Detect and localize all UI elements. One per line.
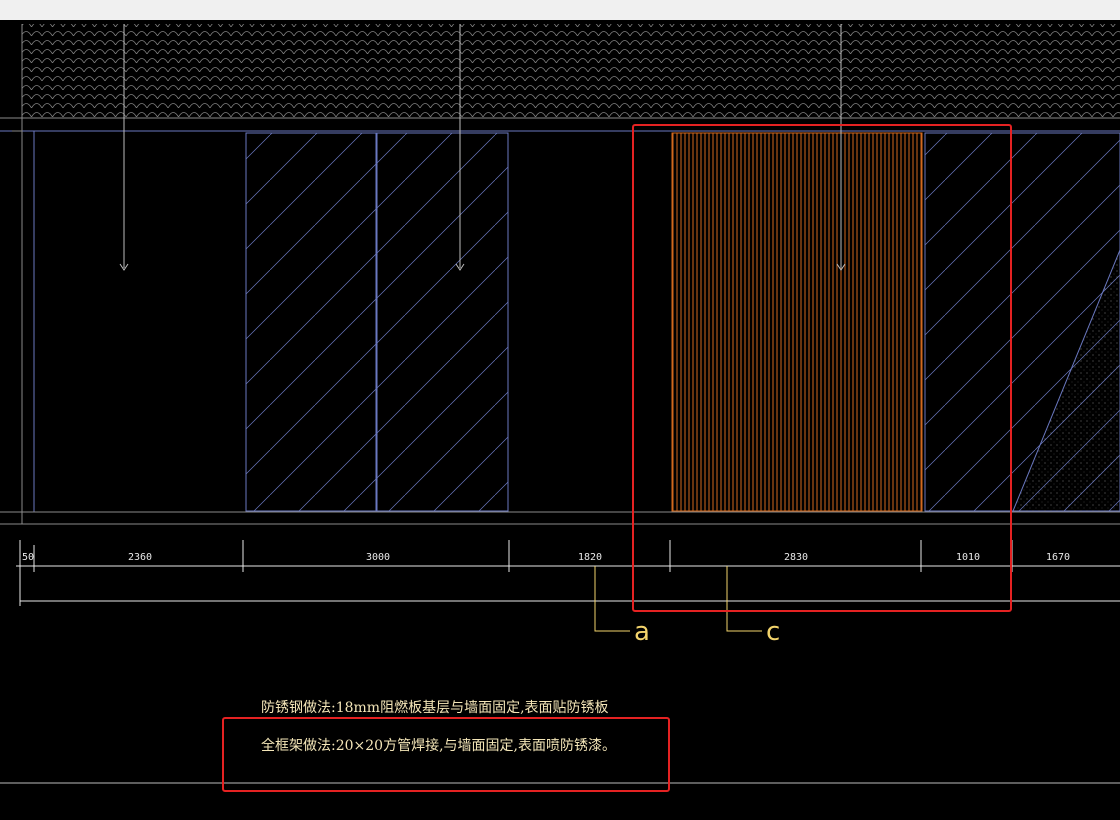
glass-panel-left bbox=[245, 132, 377, 512]
top-toolbar bbox=[0, 0, 1120, 20]
dimension-label-1820: 1820 bbox=[578, 552, 602, 563]
dimension-label-2360: 2360 bbox=[128, 552, 152, 563]
glass-panel-middle bbox=[376, 132, 509, 512]
callout-leader-c bbox=[726, 566, 762, 632]
note-full-frame-method: 全框架做法:20×20方管焊接,与墙面固定,表面喷防锈漆。 bbox=[261, 738, 616, 754]
highlight-box-wood-panel bbox=[632, 124, 1012, 612]
dimension-label-3000: 3000 bbox=[366, 552, 390, 563]
dimension-label-50: 50 bbox=[22, 552, 34, 563]
stone-edge-line bbox=[1012, 249, 1120, 512]
dimension-label-2830: 2830 bbox=[784, 552, 808, 563]
callout-label-c: c bbox=[766, 617, 780, 647]
dimension-label-1670: 1670 bbox=[1046, 552, 1070, 563]
callout-label-a: a bbox=[634, 617, 650, 647]
note-anti-rust-steel-method: 防锈钢做法:18mm阻燃板基层与墙面固定,表面贴防锈板 bbox=[261, 700, 609, 716]
wood-slat-panel bbox=[671, 132, 923, 512]
leader-arrow-3 bbox=[836, 263, 846, 271]
roof-tiles-hatch bbox=[22, 24, 1120, 118]
highlight-box-frame-note bbox=[222, 717, 670, 792]
leader-arrow-1 bbox=[119, 263, 129, 271]
leader-arrow-2 bbox=[455, 263, 465, 271]
callout-leader-a bbox=[594, 566, 630, 632]
dimension-label-1010: 1010 bbox=[956, 552, 980, 563]
cad-drawing-canvas[interactable]: 50 2360 3000 1820 2830 1010 1670 a c bbox=[0, 20, 1120, 820]
